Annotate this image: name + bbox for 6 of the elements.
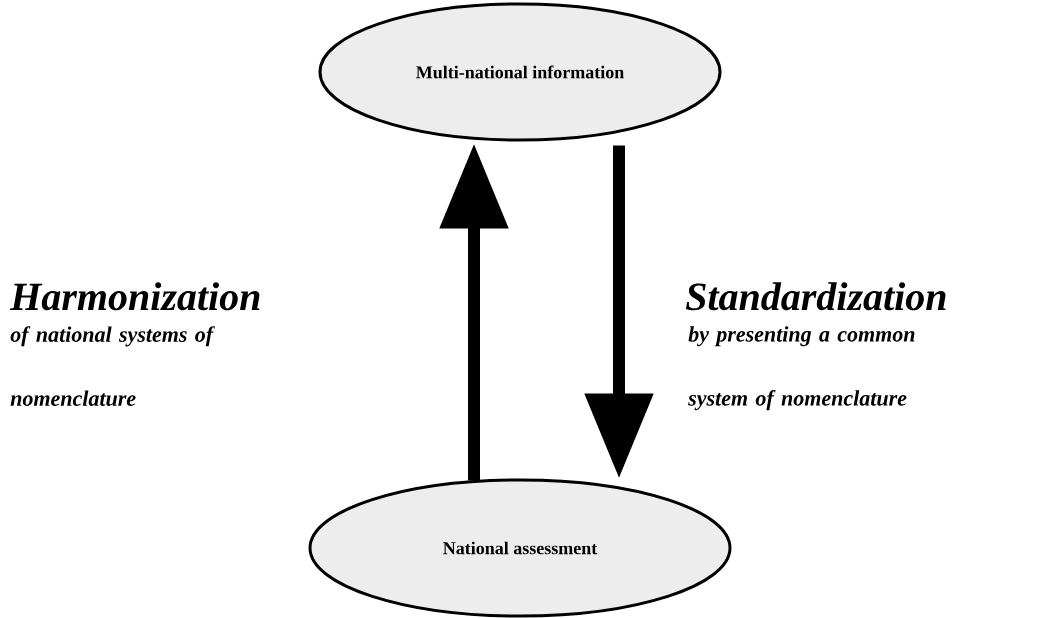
ellipse-node: National assessment	[308, 478, 732, 618]
description-text: by presenting a common system of nomenclature	[688, 326, 915, 411]
description-text: of national systems of nomenclature	[10, 326, 215, 406]
ellipse-node: Multi-national information	[318, 2, 722, 142]
heading-text: Standardization	[685, 282, 946, 311]
heading-text: Harmonization	[9, 282, 260, 311]
